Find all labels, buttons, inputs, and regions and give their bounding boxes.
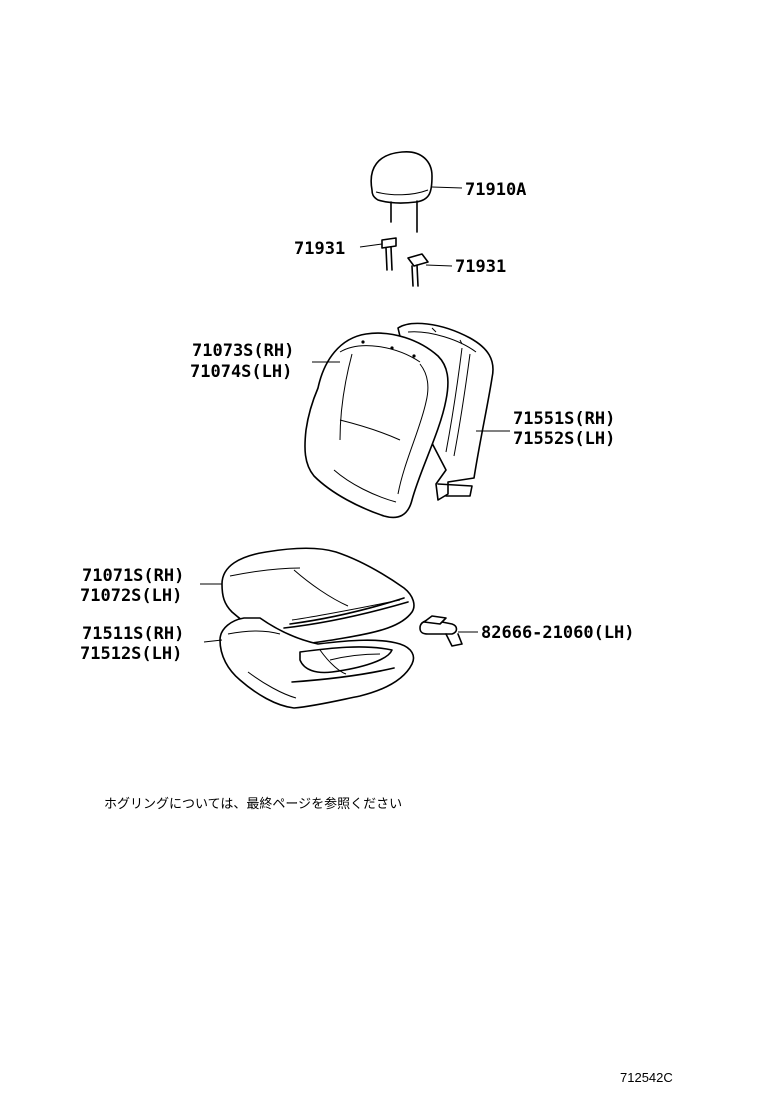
label-headrest: 71910A (465, 180, 526, 200)
leader-headrest (431, 186, 463, 189)
cushion-pad-drawing (219, 617, 415, 709)
label-cushion-pad-rh: 71511S(RH) (82, 624, 184, 644)
label-back-pad-lh: 71552S(LH) (513, 429, 615, 449)
hog-ring-note: ホグリングについては、最終ページを参照ください (104, 796, 402, 812)
label-support-right: 71931 (455, 257, 506, 277)
label-support-left: 71931 (294, 239, 345, 259)
label-cushion-pad-lh: 71512S(LH) (80, 644, 182, 664)
label-clip: 82666-21060(LH) (481, 623, 635, 643)
leader-support-right (425, 264, 453, 267)
clip-drawing (419, 615, 463, 647)
headrest-support-right (407, 253, 429, 287)
label-cushion-cover-rh: 71071S(RH) (82, 566, 184, 586)
figure-id: 712542C (620, 1070, 673, 1085)
headrest-support-left (381, 237, 397, 271)
leader-support-left (359, 243, 383, 248)
leader-cushion-pad (203, 639, 223, 643)
label-back-pad-rh: 71551S(RH) (513, 409, 615, 429)
label-cushion-cover-lh: 71072S(LH) (80, 586, 182, 606)
headrest-drawing (370, 151, 433, 233)
label-back-cover-rh: 71073S(RH) (192, 341, 294, 361)
label-back-cover-lh: 71074S(LH) (190, 362, 292, 382)
seatback-cover-drawing (304, 332, 449, 519)
